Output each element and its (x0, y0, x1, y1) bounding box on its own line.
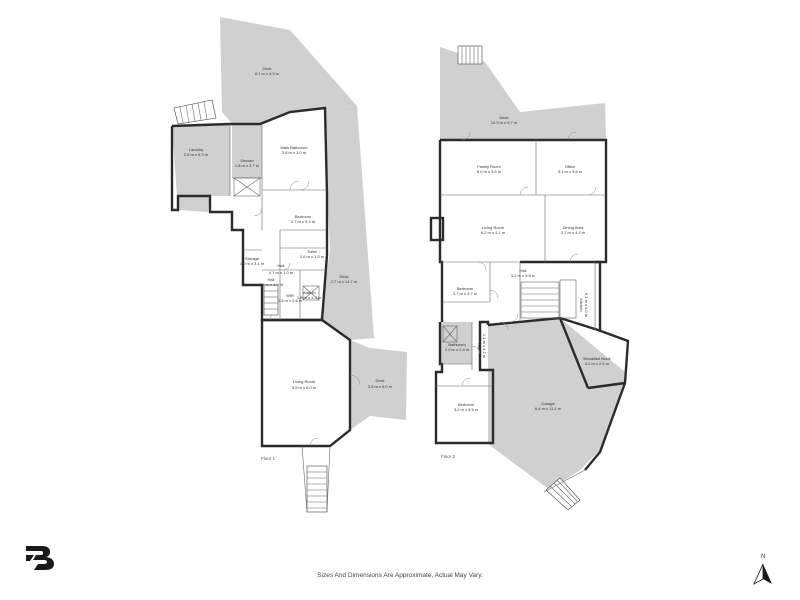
floor2-garage-end-wall (587, 381, 626, 390)
floor1-living-room-walls (260, 318, 352, 448)
floor1-room-dims: 2.7 m x 14.7 m (331, 279, 358, 284)
floor1-laundry-floor (172, 124, 230, 212)
floor1-room-name: Living Room (293, 379, 316, 384)
floor2-room-labels: Deck 10.3 m x 5.7 m Family Room 6.0 m x … (445, 115, 611, 412)
floor1-room-labels: Deck 8.1 m x 4.9 m Laundry 2.6 m x 5.3 m… (184, 66, 393, 390)
floor2-room-name: Dining Area (563, 225, 584, 230)
floor2-kitchen-wall (520, 260, 602, 330)
floor1-room-name: WIR (286, 293, 294, 298)
floor1-room-dims: 5.5 m x 6.0 m (292, 385, 317, 390)
floor2-room-dims: 4.2 m x 2.5 m (585, 361, 610, 366)
floor1-stairs-top (173, 99, 217, 125)
floor2-room-dims: 3.2 m x 4.5 m (454, 407, 479, 412)
floor2-room-name: Bedroom (458, 402, 475, 407)
floor2-deck (440, 47, 606, 140)
floor2-room-name: Family Room (477, 164, 501, 169)
floor2-room-name: Hall (520, 268, 527, 273)
floor2-room-dims: 8.4 m x 11.1 m (535, 406, 562, 411)
floor1-room-dims: 2.7 m x 3.3 m (291, 219, 316, 224)
floor2-room-dims: 6.2 m x 4.1 m (481, 230, 506, 235)
floor1-room-name: Storage (245, 256, 260, 261)
floor2-room-name: Kitchen (579, 298, 584, 311)
floor1-room-dims: 1.8 m x 1.3 m (297, 295, 322, 300)
floor2-room-name: Bathroom (448, 342, 466, 347)
floor2-interior-walls (436, 140, 606, 387)
floor2-room-dims: 4.1 m x 3.6 m (558, 169, 583, 174)
floor1-room-name: Main Bathroom (280, 145, 308, 150)
floor1-stairs-bottom (301, 445, 331, 513)
floor2-room-name: Living Room (482, 225, 505, 230)
floor1-room-name: Deck (339, 274, 348, 279)
floor1-room-name: Toilet (307, 249, 317, 254)
floor2-room-name: Garage (541, 401, 555, 406)
floor2-room-dims: 6.1 m x 4.0 m (584, 293, 589, 318)
floor2-garage (488, 318, 626, 490)
floor1-room-dims: 1.5 m x 2.6 m (278, 298, 303, 303)
floor2-doors (461, 131, 597, 387)
floor2-room-dims: 3.7 m x 3.7 m (453, 291, 478, 296)
floor1-deck-side (320, 106, 374, 340)
floor1-deck-top (220, 17, 357, 127)
floor1-room-dims: 8.1 m x 4.9 m (255, 71, 280, 76)
floor2-room-dims: 6.0 m x 3.5 m (477, 169, 502, 174)
floor1-room-name: Deck (375, 378, 384, 383)
floor1-room-dims: 1.0 m x 3.1 m (240, 261, 265, 266)
floor2-label: Floor 2 (441, 454, 456, 459)
floor2-room-name: Breakfast Nook (583, 356, 610, 361)
north-arrow-icon (753, 563, 772, 585)
floor1-room-name: Deck (262, 66, 271, 71)
floor1-room-name: Hall (268, 277, 275, 282)
floor1-room-dims: 1.6 m x 1.0 m (300, 254, 325, 259)
floor2-stairs-top (457, 45, 483, 65)
floor2-garage-side-wall (558, 317, 590, 389)
floor1-room-dims: 3.8 m x 3.0 m (282, 150, 307, 155)
floor1-stairs-hall (263, 284, 279, 316)
floor2-room-dims: 1.1 m x 4.2 m (482, 334, 487, 359)
floor1-shower-floor (232, 124, 262, 178)
floor1-room-dims: 4.7 m x 1.0 m (269, 270, 294, 275)
disclaimer-text: Sizes And Dimensions Are Approximate, Ac… (317, 572, 483, 579)
floor1-room-name: Laundry (189, 147, 203, 152)
floor1-room-dims: 2.6 m x 5.3 m (184, 152, 209, 157)
floor1-interior-walls (229, 124, 327, 320)
floor2-room-dims: 10.3 m x 5.7 m (491, 120, 518, 125)
floor2-outer-wall-upper (438, 140, 444, 322)
floor2-stairs-garage (543, 469, 586, 511)
floor1-room-name: Hall (278, 263, 285, 268)
floor2-room-name: Office (565, 164, 576, 169)
floor2-outer-wall-top (440, 138, 608, 264)
floor2-fireplace (429, 216, 445, 242)
floor-2-plan: Deck 10.3 m x 5.7 m Family Room 6.0 m x … (429, 45, 630, 511)
floor1-outer-wall (170, 106, 329, 322)
floor2-room-dims: 2.0 m x 2.4 m (445, 347, 470, 352)
floor1-room-name: Walk In (302, 290, 315, 295)
floor1-room-dims: 2.8 m x 1.0 m (259, 282, 284, 287)
floor-1-plan: Deck 8.1 m x 4.9 m Laundry 2.6 m x 5.3 m… (170, 17, 407, 513)
floor1-room-dims: 3.5 m x 5.0 m (368, 384, 393, 389)
floor1-room-dims: 1.8 m x 3.7 m (235, 163, 260, 168)
floor2-room-dims: 3.7 m x 4.4 m (561, 230, 586, 235)
floor2-room-name: Hall (477, 343, 482, 350)
floor1-label: Floor 1 (261, 456, 276, 461)
floor2-room-name: Bedroom (457, 286, 474, 291)
floor1-room-name: Bedroom (295, 214, 312, 219)
floor1-deck-lower (350, 340, 407, 430)
floor2-room-name: Deck (499, 115, 508, 120)
north-label: N (761, 554, 766, 560)
floor1-room-name: Shower (240, 158, 254, 163)
floor2-room-dims: 3.2 m x 3.8 m (511, 273, 536, 278)
brand-logo (26, 546, 54, 570)
